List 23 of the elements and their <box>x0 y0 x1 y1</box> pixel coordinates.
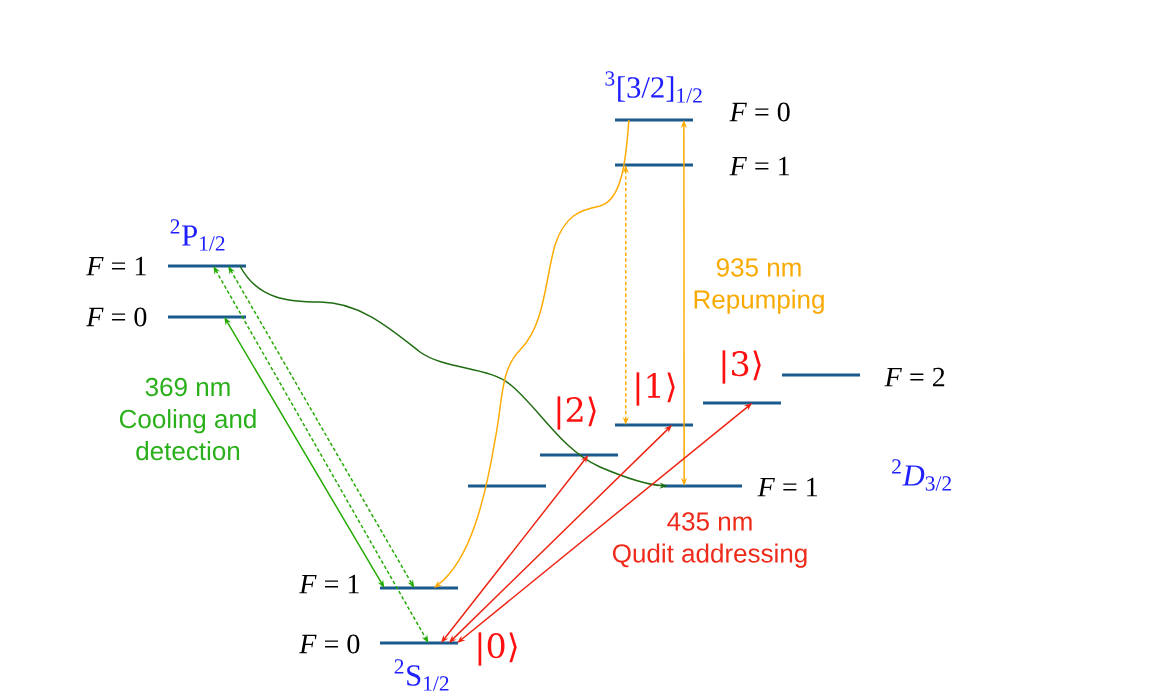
state-label: |0⟩ <box>478 632 517 666</box>
dotted-arrow <box>213 266 429 643</box>
quantum-number-label: F = 1 <box>729 156 790 176</box>
arrow <box>224 317 385 588</box>
quantum-number-label: F = 2 <box>884 367 945 387</box>
transition-label: 435 nm Qudit addressing <box>612 512 807 568</box>
quantum-number-label: F = 0 <box>86 307 147 327</box>
quantum-number-label: F = 0 <box>729 102 790 122</box>
state-label: |3⟩ <box>722 350 761 384</box>
term-symbol: $^{2}$S$_{1/2}$ <box>394 659 449 691</box>
quantum-number-label: F = 1 <box>757 477 818 497</box>
quantum-number-label: F = 0 <box>299 634 360 654</box>
quantum-number-label: F = 1 <box>86 256 146 276</box>
transition-label: 369 nm Cooling and detection <box>119 377 256 461</box>
quantum-number-label: F = 1 <box>299 574 359 594</box>
transition-label: 935 nm Repumping <box>694 258 824 314</box>
term-symbol: $^{2}$P$_{1/2}$ <box>170 219 225 251</box>
term-symbol: $^{2}$D$_{3/2}$ <box>892 459 951 491</box>
state-label: |1⟩ <box>636 372 675 406</box>
dotted-arrow <box>228 266 415 588</box>
energy-level <box>468 484 546 488</box>
term-symbol: $^{3}$[3/2]$_{1/2}$ <box>605 71 702 103</box>
state-label: |2⟩ <box>557 396 596 430</box>
